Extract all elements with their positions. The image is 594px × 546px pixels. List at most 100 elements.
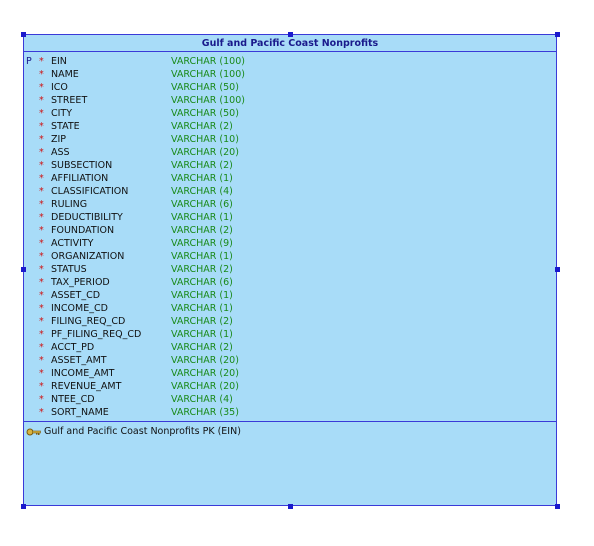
required-marker: *	[39, 368, 44, 379]
pk-marker: P	[26, 56, 32, 67]
constraint-label: Gulf and Pacific Coast Nonprofits PK (EI…	[44, 426, 241, 437]
column-type: VARCHAR (1)	[171, 212, 233, 223]
column-name: STATE	[51, 121, 80, 132]
key-icon	[26, 428, 41, 435]
column-name: ORGANIZATION	[51, 251, 125, 262]
column-name: SORT_NAME	[51, 407, 109, 418]
column-type: VARCHAR (2)	[171, 316, 233, 327]
column-type: VARCHAR (50)	[171, 82, 239, 93]
required-marker: *	[39, 121, 44, 132]
column-type: VARCHAR (100)	[171, 56, 245, 67]
required-marker: *	[39, 173, 44, 184]
resize-handle-top-right[interactable]	[555, 32, 560, 37]
column-name: ACCT_PD	[51, 342, 95, 353]
required-marker: *	[39, 69, 44, 80]
required-marker: *	[39, 134, 44, 145]
column-type: VARCHAR (1)	[171, 329, 233, 340]
column-type: VARCHAR (100)	[171, 69, 245, 80]
required-marker: *	[39, 277, 44, 288]
required-marker: *	[39, 251, 44, 262]
column-type: VARCHAR (20)	[171, 368, 239, 379]
column-name: ZIP	[51, 134, 67, 145]
column-type: VARCHAR (50)	[171, 108, 239, 119]
column-name: INCOME_AMT	[51, 368, 115, 379]
column-row[interactable]: * INCOME_AMT VARCHAR (20)	[24, 367, 556, 380]
column-name: ASSET_AMT	[51, 355, 107, 366]
resize-handle-bottom-center[interactable]	[288, 504, 293, 509]
required-marker: *	[39, 212, 44, 223]
column-type: VARCHAR (20)	[171, 355, 239, 366]
required-marker: *	[39, 147, 44, 158]
column-row[interactable]: * AFFILIATION VARCHAR (1)	[24, 172, 556, 185]
required-marker: *	[39, 225, 44, 236]
column-name: TAX_PERIOD	[51, 277, 110, 288]
resize-handle-middle-right[interactable]	[555, 267, 560, 272]
column-name: CLASSIFICATION	[51, 186, 129, 197]
required-marker: *	[39, 329, 44, 340]
column-name: ACTIVITY	[51, 238, 94, 249]
column-type: VARCHAR (2)	[171, 160, 233, 171]
required-marker: *	[39, 316, 44, 327]
column-name: AFFILIATION	[51, 173, 109, 184]
required-marker: *	[39, 95, 44, 106]
resize-handle-bottom-right[interactable]	[555, 504, 560, 509]
primary-key-constraint[interactable]: Gulf and Pacific Coast Nonprofits PK (EI…	[26, 425, 241, 438]
column-type: VARCHAR (100)	[171, 95, 245, 106]
column-row[interactable]: * NAME VARCHAR (100)	[24, 68, 556, 81]
column-row[interactable]: * STATE VARCHAR (2)	[24, 120, 556, 133]
column-name: DEDUCTIBILITY	[51, 212, 123, 223]
column-name: NTEE_CD	[51, 394, 95, 405]
required-marker: *	[39, 160, 44, 171]
resize-handle-middle-left[interactable]	[21, 267, 26, 272]
column-type: VARCHAR (20)	[171, 381, 239, 392]
column-name: ICO	[51, 82, 68, 93]
entity-title: Gulf and Pacific Coast Nonprofits	[24, 35, 556, 52]
required-marker: *	[39, 342, 44, 353]
column-type: VARCHAR (4)	[171, 186, 233, 197]
column-name: NAME	[51, 69, 79, 80]
column-type: VARCHAR (35)	[171, 407, 239, 418]
column-row[interactable]: * DEDUCTIBILITY VARCHAR (1)	[24, 211, 556, 224]
required-marker: *	[39, 264, 44, 275]
required-marker: *	[39, 56, 44, 67]
column-type: VARCHAR (1)	[171, 173, 233, 184]
column-row[interactable]: * FILING_REQ_CD VARCHAR (2)	[24, 315, 556, 328]
resize-handle-top-center[interactable]	[288, 32, 293, 37]
required-marker: *	[39, 199, 44, 210]
constraint-divider	[24, 421, 556, 422]
column-name: STATUS	[51, 264, 87, 275]
column-name: ASS	[51, 147, 70, 158]
required-marker: *	[39, 394, 44, 405]
column-type: VARCHAR (1)	[171, 290, 233, 301]
column-name: FILING_REQ_CD	[51, 316, 126, 327]
column-type: VARCHAR (2)	[171, 225, 233, 236]
column-type: VARCHAR (2)	[171, 121, 233, 132]
resize-handle-bottom-left[interactable]	[21, 504, 26, 509]
column-name: CITY	[51, 108, 73, 119]
resize-handle-top-left[interactable]	[21, 32, 26, 37]
